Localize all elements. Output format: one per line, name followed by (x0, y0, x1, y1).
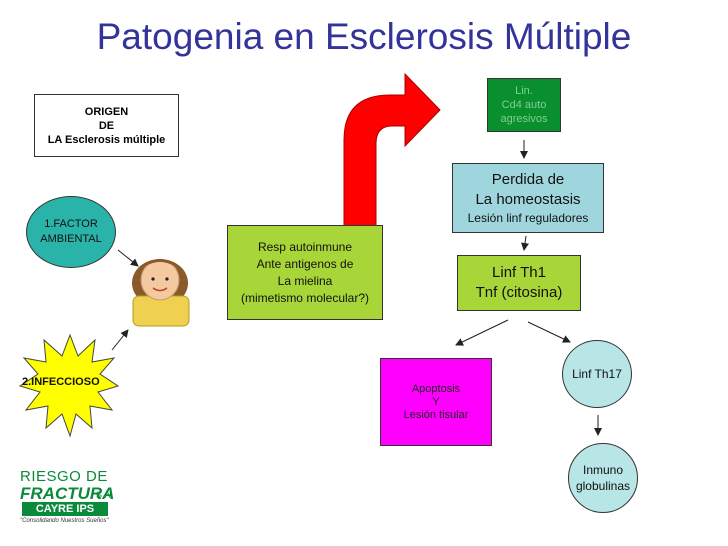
apoptosis-line3: Lesión tisular (404, 409, 469, 422)
logo-sa-text: S.A. (96, 490, 113, 500)
th17-label: Linf Th17 (572, 367, 622, 381)
perdida-line1: Perdida de (492, 170, 565, 190)
infeccioso-label: 2.INFECCIOSO (22, 376, 100, 388)
inmunoglobulinas-circle: Inmuno globulinas (568, 443, 638, 513)
factor-ambiental-circle: 1.FACTOR AMBIENTAL (26, 196, 116, 268)
origen-line3: LA Esclerosis múltiple (48, 133, 166, 147)
resp-line4: (mimetismo molecular?) (241, 290, 369, 307)
origen-line2: DE (99, 119, 114, 133)
logo-cayre-text: CAYRE IPS (22, 502, 108, 516)
arrow-th1-to-apoptosis (456, 320, 508, 345)
lin-line1: Lin. (515, 84, 533, 98)
logo-riesgo-text: RIESGO DE (20, 468, 108, 485)
origen-line1: ORIGEN (85, 105, 128, 119)
lin-line2: Cd4 auto (502, 98, 547, 112)
linf-th17-circle: Linf Th17 (562, 340, 632, 408)
origen-box: ORIGEN DE LA Esclerosis múltiple (34, 94, 179, 157)
arrow-infeccioso-to-person (112, 330, 128, 350)
resp-line2: Ante antigenos de (257, 256, 354, 273)
apoptosis-line1: Apoptosis (412, 383, 460, 396)
red-curved-arrow (344, 74, 440, 228)
perdida-line2: La homeostasis (475, 190, 580, 210)
person-figure (132, 259, 189, 326)
arrow-th1-to-th17 (528, 322, 570, 342)
arrow-perdida-to-th1 (524, 236, 526, 250)
th1-line1: Linf Th1 (492, 263, 546, 283)
apoptosis-line2: Y (432, 396, 439, 409)
resp-line1: Resp autoinmune (258, 239, 352, 256)
th1-line2: Tnf (citosina) (476, 283, 563, 303)
perdida-line3: Lesión linf reguladores (468, 210, 589, 226)
perdida-homeostasis-box: Perdida de La homeostasis Lesión linf re… (452, 163, 604, 233)
inmuno-line2: globulinas (576, 478, 630, 494)
ambiental-line2: AMBIENTAL (40, 232, 102, 247)
resp-line3: La mielina (278, 273, 333, 290)
lin-cd4-box: Lin. Cd4 auto agresivos (487, 78, 561, 132)
arrow-ambiental-to-person (118, 250, 138, 266)
apoptosis-box: Apoptosis Y Lesión tisular (380, 358, 492, 446)
ambiental-line1: 1.FACTOR (44, 217, 98, 232)
inmuno-line1: Inmuno (583, 462, 623, 478)
resp-autoinmune-box: Resp autoinmune Ante antigenos de La mie… (227, 225, 383, 320)
logo-slogan-text: "Consolidando Nuestros Sueños" (20, 518, 109, 524)
linf-th1-box: Linf Th1 Tnf (citosina) (457, 255, 581, 311)
lin-line3: agresivos (500, 112, 547, 126)
